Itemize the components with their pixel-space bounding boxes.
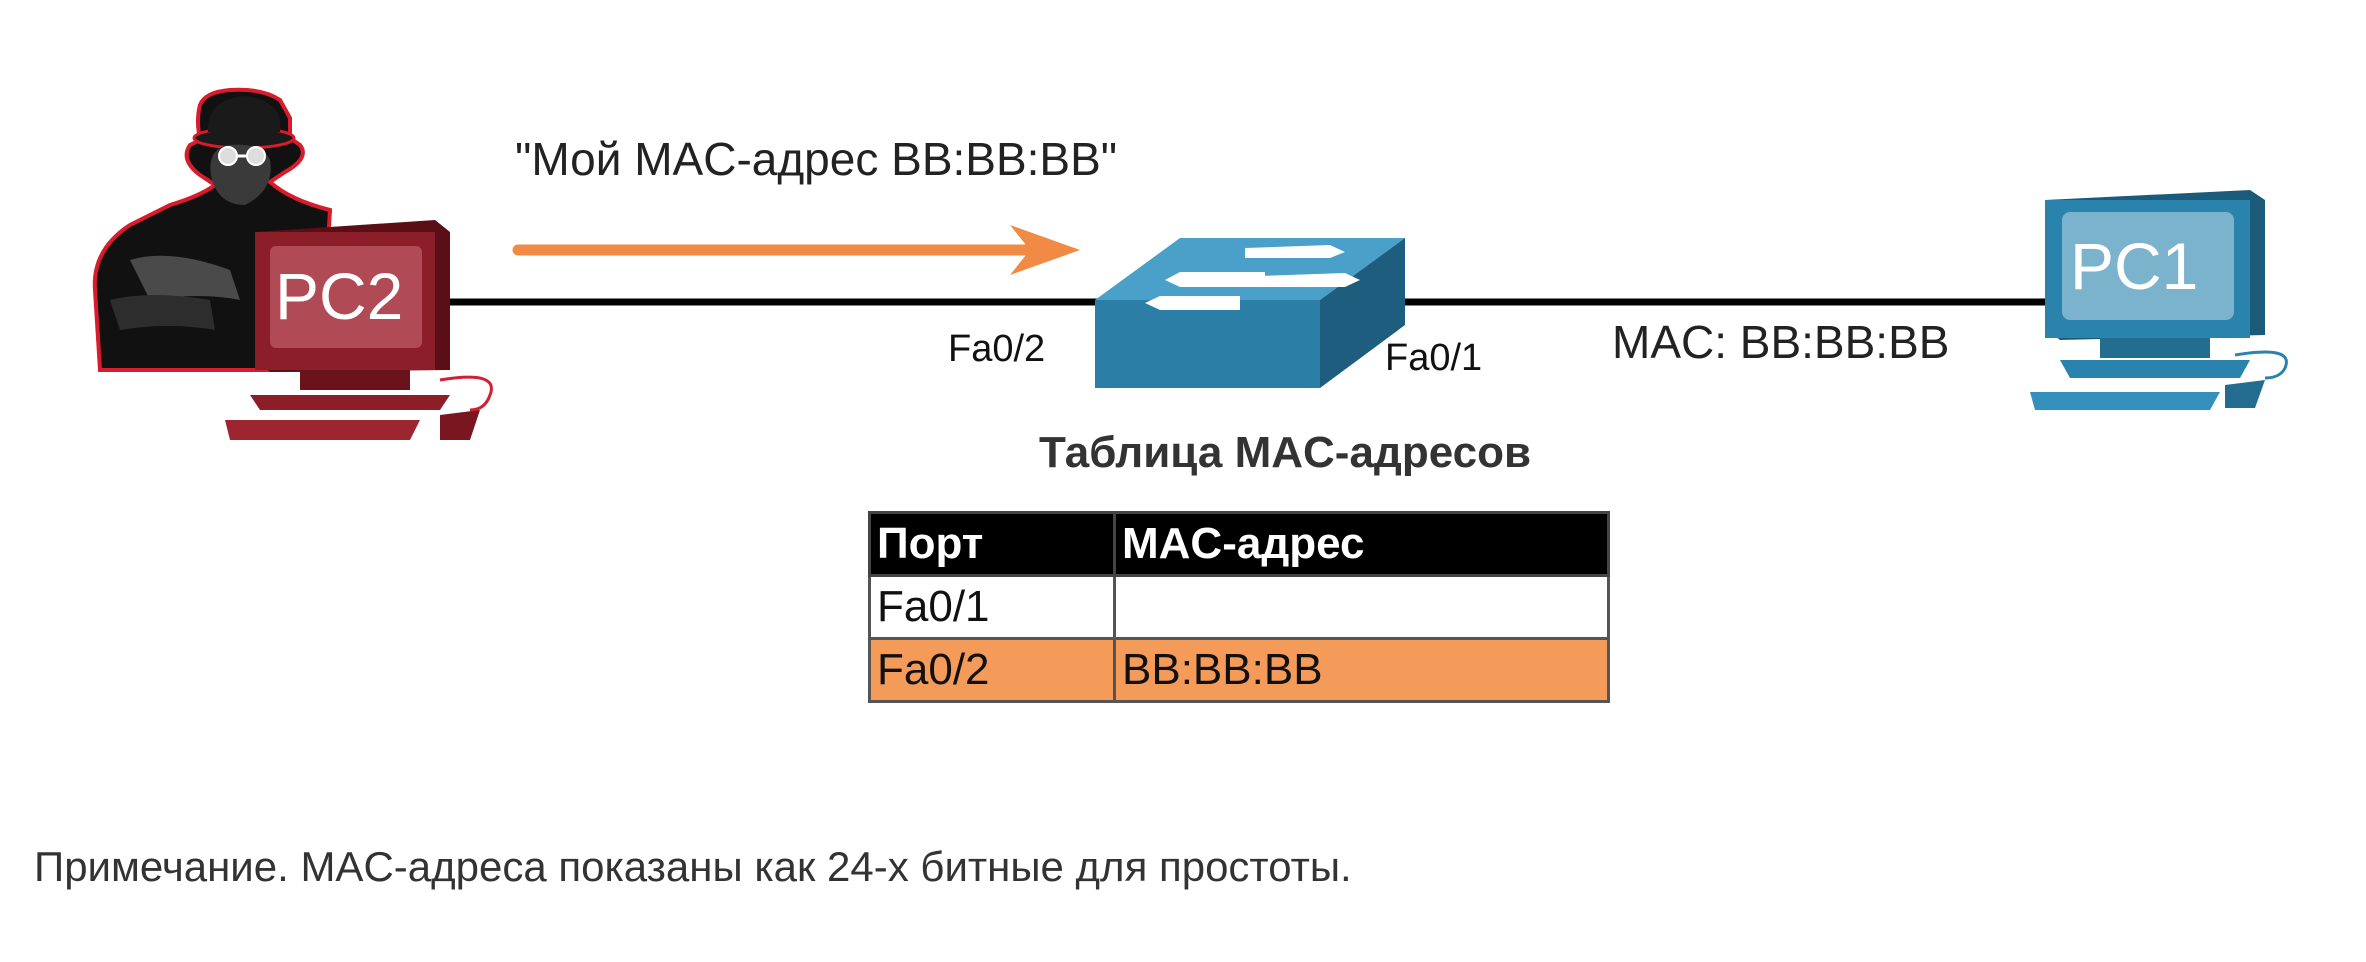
cell-port: Fa0/2: [868, 637, 1116, 703]
port-label-fa0-1: Fa0/1: [1385, 337, 1483, 379]
pc-icon: [2030, 190, 2288, 410]
mac-table-title-text: Таблица MAC-адресов: [1038, 428, 1532, 477]
column-header-port: Порт: [868, 511, 1116, 577]
switch-icon: [1095, 238, 1405, 388]
table-row: Fa0/1: [868, 574, 1610, 640]
table-row-highlighted: Fa0/2 BB:BB:BB: [868, 637, 1610, 703]
mac-table-title: Таблица MAC-адресов: [0, 428, 2366, 478]
table-header-row: Порт MAC-адрес: [868, 511, 1610, 577]
pc-icon: [225, 220, 493, 440]
pc1-label: PC1: [2070, 229, 2199, 303]
column-header-mac: MAC-адрес: [1113, 511, 1610, 577]
port-label-fa0-2: Fa0/2: [948, 328, 1046, 370]
mac-address-table: Порт MAC-адрес Fa0/1 Fa0/2 BB:BB:BB: [868, 511, 1610, 703]
pc1-mac-label: MAC: BB:BB:BB: [1612, 316, 1950, 368]
footnote: Примечание. MAC-адреса показаны как 24-х…: [34, 843, 1352, 890]
spoof-message: "Мой MAC-адрес BB:BB:BB": [515, 133, 1118, 185]
cell-mac: [1113, 574, 1610, 640]
cell-mac: BB:BB:BB: [1113, 637, 1610, 703]
cell-port: Fa0/1: [868, 574, 1116, 640]
arrow-right-icon: [512, 225, 1080, 275]
pc2-label: PC2: [275, 259, 404, 333]
